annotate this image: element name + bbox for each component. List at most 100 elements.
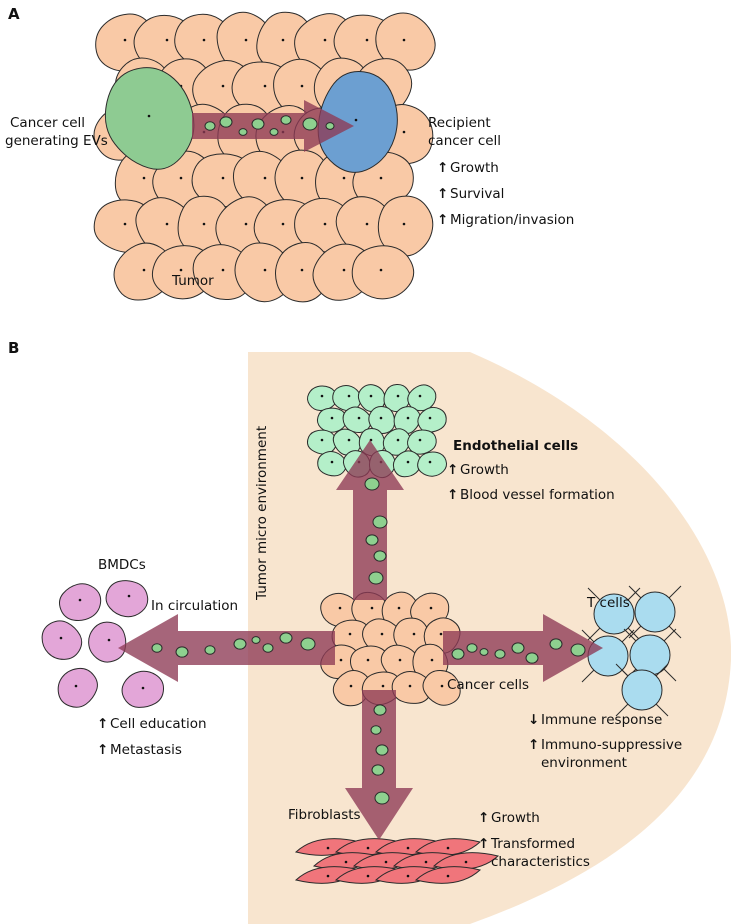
nucleus <box>320 394 324 398</box>
t-cell <box>593 593 635 635</box>
circulation-label: In circulation <box>151 598 239 614</box>
nucleus <box>281 222 285 226</box>
nucleus <box>402 130 406 134</box>
nucleus <box>323 38 327 42</box>
nucleus <box>354 118 358 122</box>
tcell-receptor <box>655 703 669 717</box>
nucleus <box>344 860 348 864</box>
vesicle <box>451 648 465 660</box>
tcells-title: T cells <box>587 595 630 611</box>
nucleus <box>446 874 450 878</box>
effect-survival-a: Survival <box>437 186 504 203</box>
nucleus <box>380 632 384 636</box>
nucleus <box>330 416 334 420</box>
nucleus <box>179 176 183 180</box>
nucleus <box>428 460 432 464</box>
panel-b-label: B <box>8 339 20 357</box>
bmdc-cells <box>41 580 165 708</box>
endothelial-growth: Growth <box>447 462 509 479</box>
bmdc-cell <box>88 621 127 663</box>
t-cell <box>634 591 676 633</box>
vesicle <box>302 117 318 131</box>
nucleus <box>263 268 267 272</box>
nucleus <box>398 658 402 662</box>
endothelial-cell <box>368 405 396 435</box>
nucleus <box>142 268 146 272</box>
bmdc-metastasis: Metastasis <box>97 742 182 759</box>
nucleus <box>78 598 82 602</box>
nucleus <box>440 684 444 688</box>
bmdc-cell <box>58 583 102 622</box>
nucleus <box>396 394 400 398</box>
tumor-label: Tumor <box>172 273 214 289</box>
nucleus <box>384 860 388 864</box>
nucleus <box>365 38 369 42</box>
endothelial-title: Endothelial cells <box>453 438 579 454</box>
vesicle <box>549 638 563 650</box>
vesicle <box>370 725 382 735</box>
vesicle <box>233 638 247 650</box>
tcell-immunosuppressive-2: environment <box>541 755 627 771</box>
panel-a-label: A <box>8 5 20 23</box>
nucleus <box>123 222 127 226</box>
nucleus <box>221 84 225 88</box>
nucleus <box>338 606 342 610</box>
vesicle <box>251 636 261 644</box>
nucleus <box>412 632 416 636</box>
endothelial-cell <box>316 407 348 433</box>
nucleus <box>429 606 433 610</box>
effect-growth-a: Growth <box>437 160 499 177</box>
donor-cell <box>104 67 195 170</box>
nucleus <box>320 438 324 442</box>
vesicle <box>373 704 387 716</box>
tme-label: Tumor micro environment <box>254 425 270 600</box>
nucleus <box>165 38 169 42</box>
tcell-receptor <box>663 628 677 642</box>
bmdc-title: BMDCs <box>98 557 146 573</box>
endothelial-cell <box>417 406 447 433</box>
vesicle <box>262 643 274 653</box>
endothelial-cell <box>392 450 422 478</box>
nucleus <box>202 222 206 226</box>
nucleus <box>300 176 304 180</box>
nucleus <box>330 460 334 464</box>
nucleus <box>406 416 410 420</box>
bmdc-cell <box>57 667 98 708</box>
nucleus <box>107 638 111 642</box>
vesicle <box>466 643 478 653</box>
ev-transfer-arrows <box>118 100 603 840</box>
effect-migration-a: Migration/invasion <box>437 212 574 229</box>
vesicle <box>570 643 586 657</box>
vesicle <box>364 477 380 491</box>
nucleus <box>402 222 406 226</box>
nucleus <box>406 460 410 464</box>
nucleus <box>59 636 63 640</box>
fibroblast-growth: Growth <box>478 810 540 827</box>
nucleus <box>366 874 370 878</box>
vesicle <box>280 115 292 125</box>
fibroblast-cells <box>294 838 500 884</box>
central-cancer-cells <box>320 591 461 707</box>
nucleus <box>366 846 370 850</box>
nucleus <box>244 38 248 42</box>
nucleus <box>127 594 131 598</box>
nucleus <box>396 438 400 442</box>
nucleus <box>424 860 428 864</box>
nucleus <box>342 176 346 180</box>
vesicle <box>204 645 216 655</box>
nucleus <box>418 394 422 398</box>
fibroblasts-title: Fibroblasts <box>288 807 361 823</box>
vesicle <box>175 646 189 658</box>
arrow-endothelial <box>336 440 404 600</box>
nucleus <box>430 658 434 662</box>
tcell-receptor <box>623 628 637 642</box>
vesicle <box>300 637 316 651</box>
vesicle <box>494 649 506 659</box>
nucleus <box>406 874 410 878</box>
vesicle <box>375 744 389 756</box>
nucleus <box>323 222 327 226</box>
vesicle <box>372 515 388 529</box>
tcell-receptor <box>581 629 595 643</box>
vesicle <box>374 791 390 805</box>
